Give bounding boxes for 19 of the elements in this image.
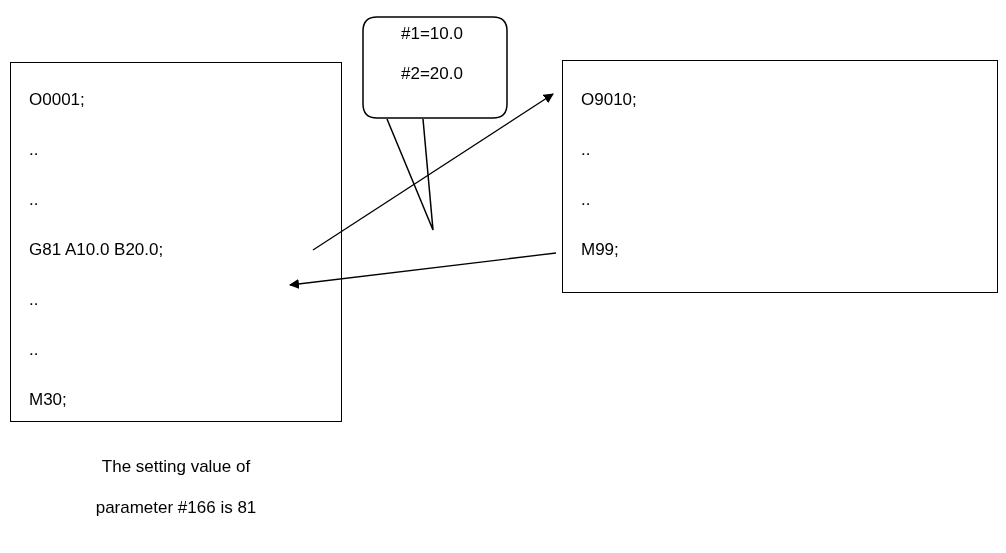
code-line: O9010; [581, 90, 637, 110]
code-box [10, 62, 342, 422]
speech-bubble [362, 16, 508, 120]
code-line: G81 A10.0 B20.0; [29, 240, 164, 260]
code-line: #1=10.0 [400, 24, 464, 44]
code-line: M30; [29, 390, 67, 410]
code-line: O0001; [29, 90, 85, 110]
arrow [289, 252, 557, 289]
code-line: .. [29, 340, 39, 360]
arrow [312, 93, 554, 251]
code-line: .. [29, 140, 39, 160]
node-label: The setting value of parameter #166 is 81 [94, 456, 258, 519]
code-box [562, 60, 998, 293]
code-line: M99; [581, 240, 619, 260]
code-line: #2=20.0 [400, 64, 464, 84]
code-line: .. [581, 190, 591, 210]
code-line: .. [581, 140, 591, 160]
code-line: .. [29, 190, 39, 210]
code-line: .. [29, 290, 39, 310]
